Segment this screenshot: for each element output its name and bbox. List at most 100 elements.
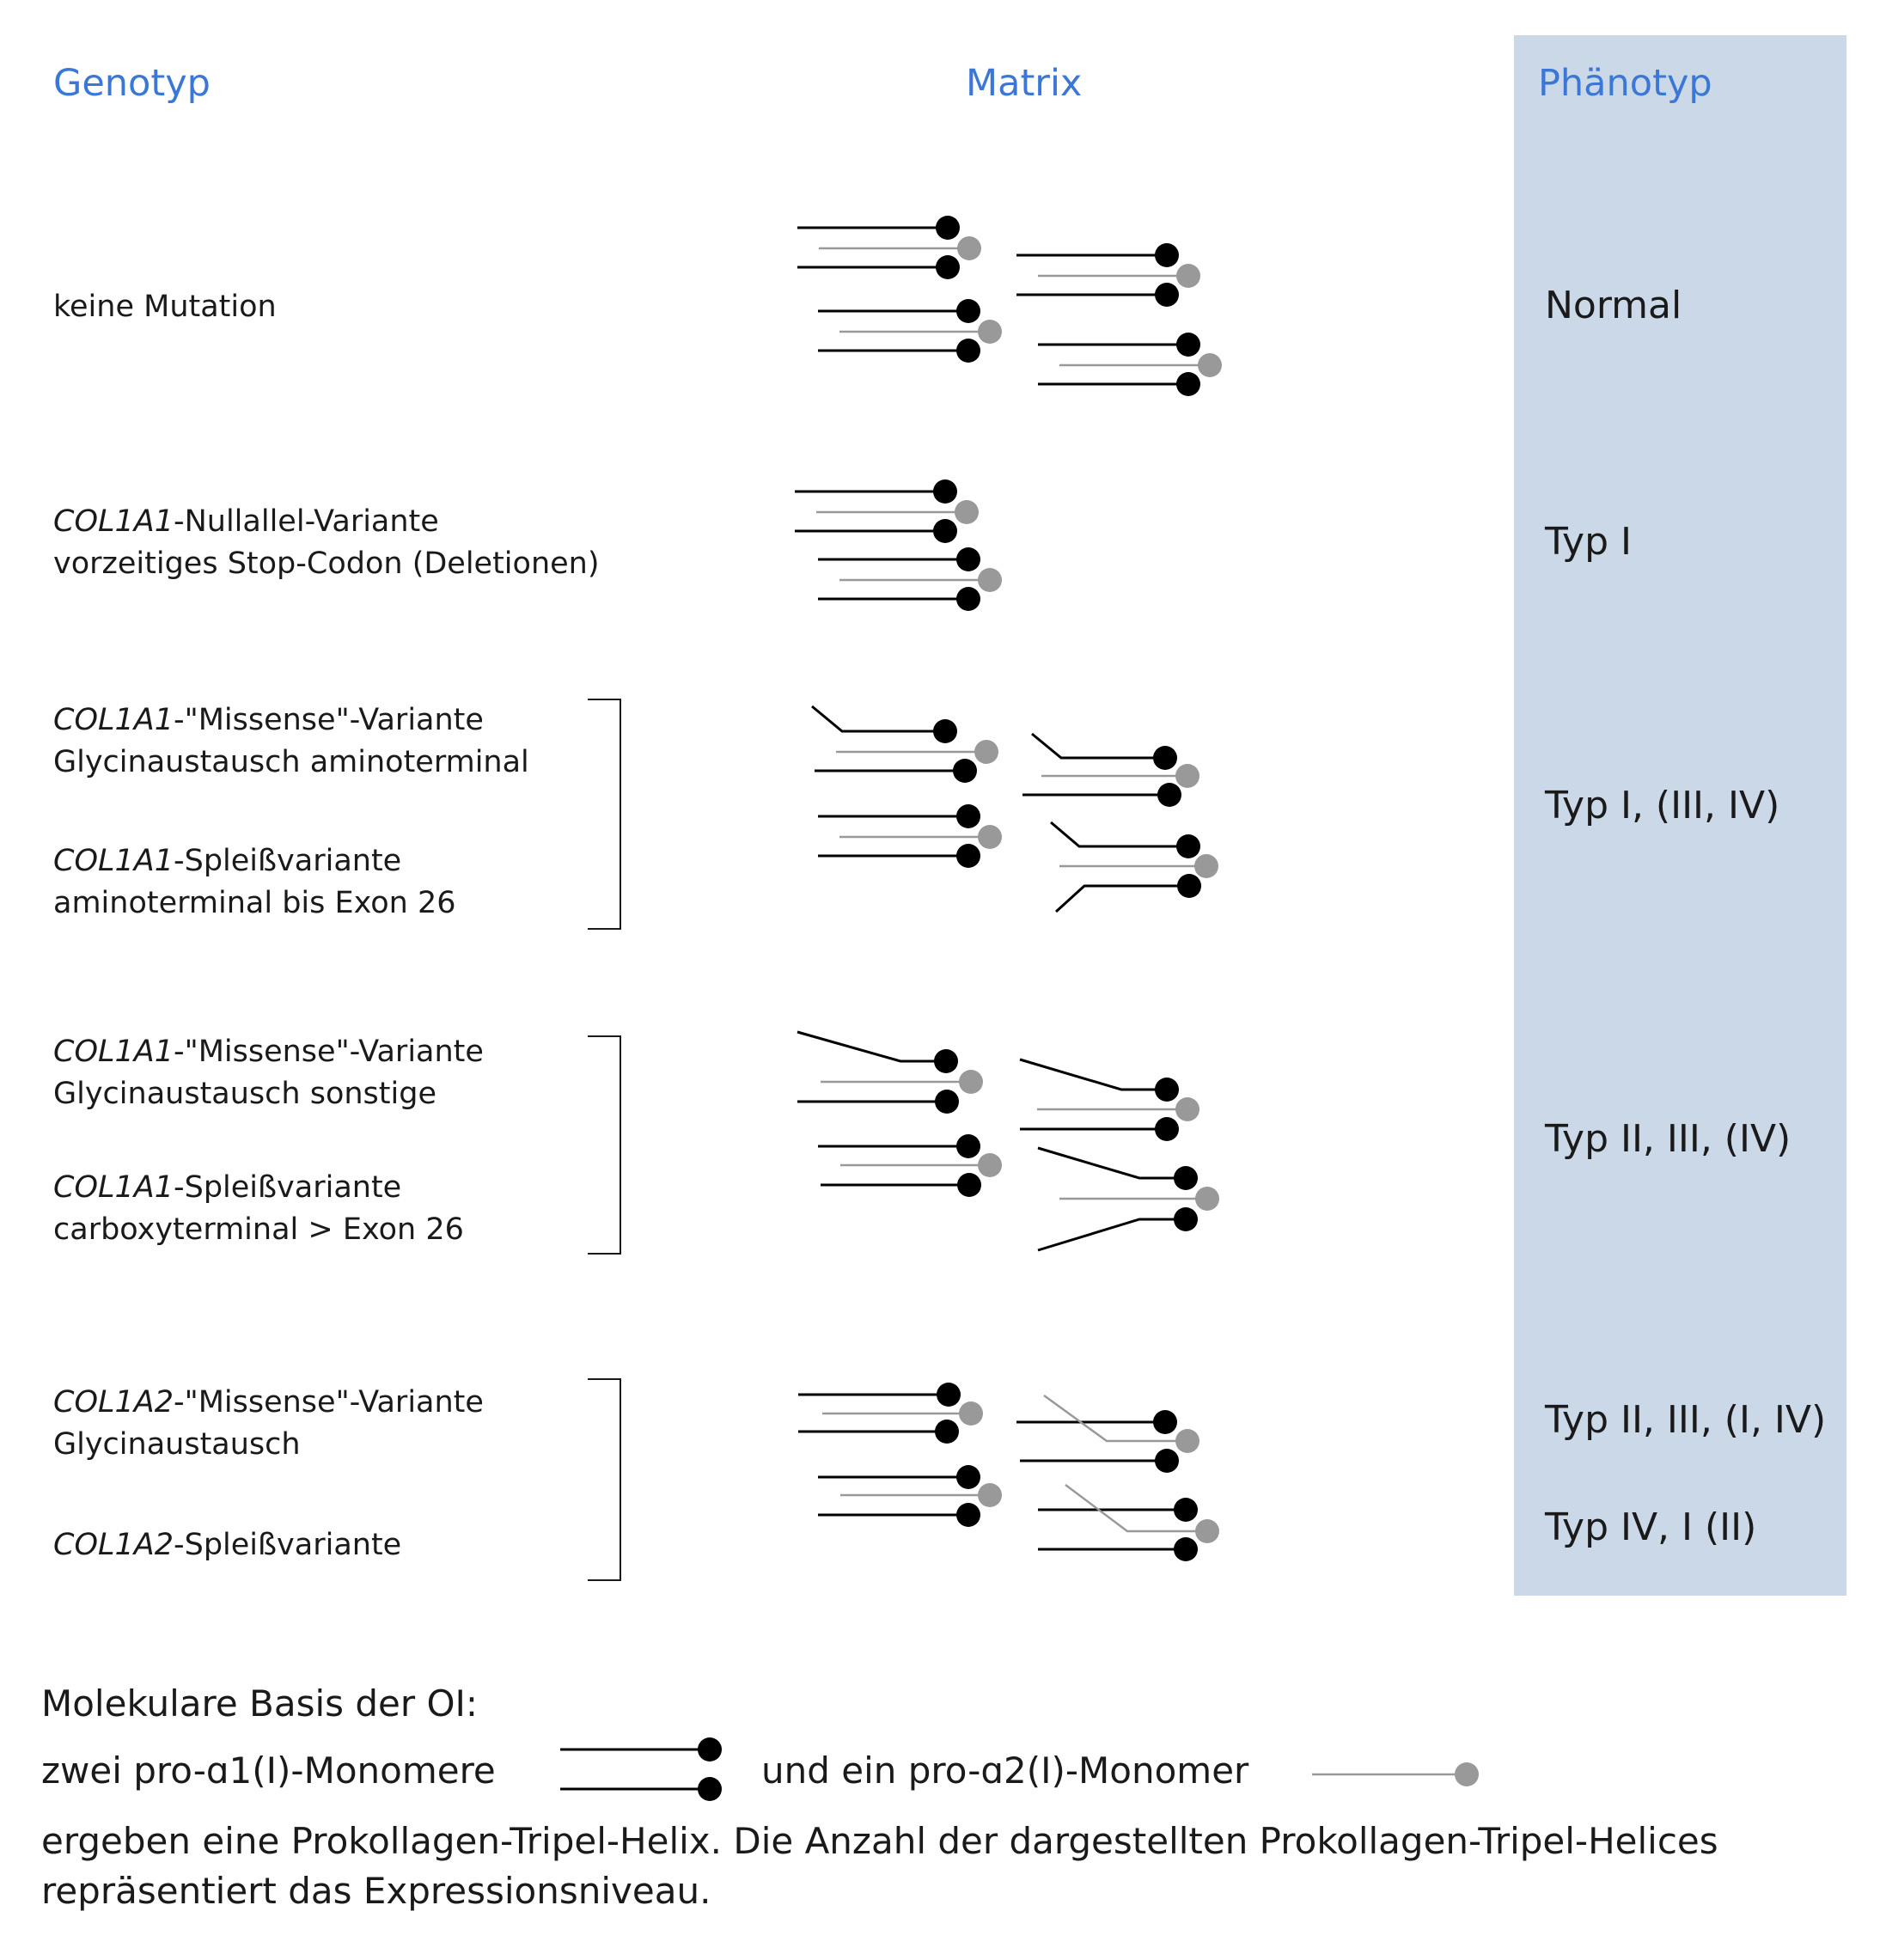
genotype-line: Glycinaustausch aminoterminal (53, 745, 529, 779)
alpha1-chain (818, 1465, 980, 1489)
genotype-line: Glycinaustausch sonstige (53, 1077, 436, 1111)
bracket (588, 699, 621, 930)
gene-name: COL1A1 (53, 703, 174, 737)
phenotype-row-5a: Typ II, III, (I, IV) (1545, 1398, 1827, 1442)
genotype-line: COL1A2-"Missense"-Variante (53, 1385, 484, 1420)
legend-alpha2-text: und ein pro-ɑ2(I)-Monomer (761, 1749, 1249, 1792)
alpha1-chain (797, 216, 960, 240)
legend-description: ergeben eine Prokollagen-Tripel-Helix. D… (41, 1820, 1718, 1862)
genotype-row-5b: COL1A2-Spleißvariante (53, 1524, 401, 1566)
alpha1-chain (798, 1420, 959, 1444)
alpha1-chain (818, 844, 980, 868)
alpha2-chain (839, 568, 1002, 592)
genotype-line: COL1A2-Spleißvariante (53, 1528, 402, 1562)
alpha2-chain (1059, 353, 1222, 377)
alpha1-chain (1038, 1537, 1198, 1561)
legend-alpha1-chain (560, 1777, 722, 1801)
alpha1-chain (1020, 1117, 1179, 1141)
alpha1-chain (1019, 1058, 1179, 1102)
alpha2-chain (819, 236, 981, 260)
genotype-line: vorzeitiges Stop-Codon (Deletionen) (53, 546, 600, 581)
alpha2-chain (839, 825, 1002, 849)
genotype-line: COL1A1-Nullallel-Variante (53, 504, 439, 539)
genotype-line: Glycinaustausch (53, 1427, 301, 1462)
gene-name: COL1A2 (53, 1528, 174, 1562)
alpha1-chain (797, 1030, 958, 1073)
genotype-row-3a: COL1A1-"Missense"-Variante Glycinaustaus… (53, 699, 529, 784)
alpha2-chain (840, 1483, 1002, 1507)
alpha2-chain (1065, 1484, 1219, 1543)
alpha1-chain (818, 299, 980, 323)
alpha2-chain (816, 500, 979, 524)
alpha2-chain (1038, 264, 1200, 288)
alpha2-chain (1059, 854, 1218, 878)
alpha1-chain (798, 1383, 961, 1407)
header-phenotype: Phänotyp (1538, 62, 1712, 105)
alpha1-chain (1050, 821, 1200, 858)
genotype-row-4a: COL1A1-"Missense"-Variante Glycinaustaus… (53, 1031, 484, 1115)
alpha1-chain (818, 1134, 980, 1158)
alpha1-chain (795, 519, 957, 543)
legend-alpha1-text: zwei pro-ɑ1(I)-Monomere (41, 1749, 496, 1792)
alpha1-chain (795, 479, 957, 504)
genotype-row-5a: COL1A2-"Missense"-Variante Glycinaustaus… (53, 1382, 484, 1466)
genotype-line: aminoterminal bis Exon 26 (53, 886, 456, 920)
alpha1-chain (1037, 1146, 1198, 1190)
legend-alpha1-chain (560, 1737, 722, 1762)
alpha1-chain (818, 339, 980, 363)
legend-description-2: repräsentiert das Expressionsniveau. (41, 1870, 711, 1912)
alpha1-chain (797, 1090, 959, 1114)
genotype-line: COL1A1-"Missense"-Variante (53, 703, 484, 737)
header-genotype: Genotyp (53, 62, 211, 105)
alpha2-chain (836, 740, 998, 764)
alpha1-chain (818, 547, 980, 571)
alpha2-chain (822, 1401, 983, 1426)
alpha1-chain (815, 759, 977, 783)
alpha2-chain (1041, 764, 1199, 788)
genotype-line: COL1A1-Spleißvariante (53, 844, 402, 878)
alpha2-chain (840, 1153, 1002, 1177)
gene-name: COL1A1 (53, 1170, 174, 1205)
alpha2-chain (1043, 1394, 1199, 1453)
legend-title: Molekulare Basis der OI: (41, 1682, 479, 1725)
alpha2-chain (839, 320, 1002, 344)
alpha1-chain (1016, 283, 1179, 307)
gene-name: COL1A2 (53, 1385, 174, 1420)
genotype-row-3b: COL1A1-Spleißvariante aminoterminal bis … (53, 840, 456, 925)
genotype-row-1: keine Mutation (53, 286, 277, 328)
alpha1-chain (1020, 1449, 1179, 1473)
phenotype-row-5b: Typ IV, I (II) (1545, 1505, 1757, 1549)
alpha1-chain (1016, 243, 1179, 267)
genotype-line: COL1A1-"Missense"-Variante (53, 1035, 484, 1069)
alpha1-chain (1038, 333, 1200, 357)
genotype-row-4b: COL1A1-Spleißvariante carboxyterminal > … (53, 1167, 464, 1251)
alpha1-chain (818, 587, 980, 611)
gene-name: COL1A1 (53, 844, 174, 878)
alpha2-chain (1037, 1097, 1199, 1121)
alpha1-chain (811, 705, 957, 743)
header-matrix: Matrix (966, 62, 1083, 105)
alpha1-chain (1031, 732, 1177, 770)
legend-alpha2-chain (1312, 1762, 1479, 1786)
genotype-line: carboxyterminal > Exon 26 (53, 1212, 464, 1247)
genotype-row-2: COL1A1-Nullallel-Variante vorzeitiges St… (53, 501, 600, 585)
phenotype-row-3: Typ I, (III, IV) (1545, 784, 1780, 827)
alpha1-chain (797, 255, 960, 279)
bracket (588, 1378, 621, 1581)
genotype-line: COL1A1-Spleißvariante (53, 1170, 402, 1205)
alpha1-chain (818, 804, 980, 828)
phenotype-row-4: Typ II, III, (IV) (1545, 1117, 1791, 1161)
bracket (588, 1035, 621, 1255)
alpha1-chain (1037, 1207, 1198, 1252)
alpha1-chain (1038, 1498, 1198, 1522)
alpha2-chain (821, 1070, 983, 1094)
phenotype-row-1: Normal (1545, 284, 1682, 327)
alpha1-chain (1016, 1410, 1177, 1434)
gene-name: COL1A1 (53, 504, 174, 539)
alpha1-chain (818, 1503, 980, 1527)
alpha1-chain (1022, 783, 1181, 807)
alpha2-chain (1059, 1187, 1219, 1211)
gene-name: COL1A1 (53, 1035, 174, 1069)
alpha1-chain (821, 1173, 981, 1197)
